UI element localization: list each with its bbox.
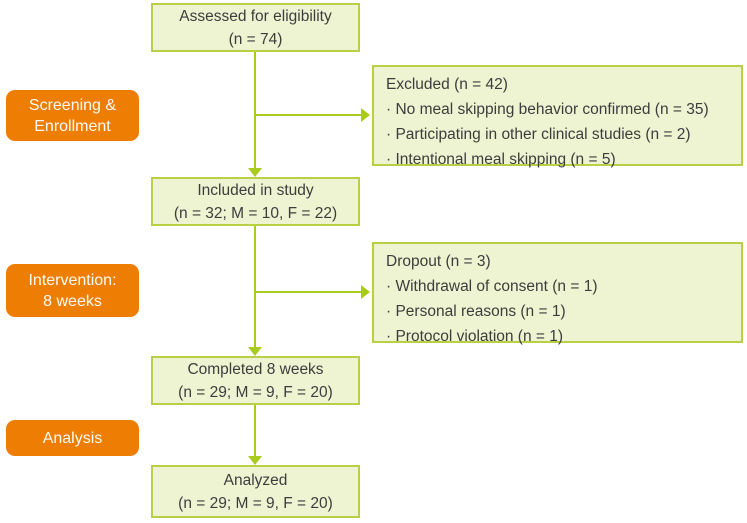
stage-label-text: Enrollment — [34, 117, 111, 135]
arrowhead-right-icon — [361, 285, 370, 299]
connector-to-dropout — [254, 291, 361, 293]
stage-label-text: Screening & — [28, 96, 117, 114]
flow-box-count: (n = 74) — [228, 30, 283, 48]
flow-box-completed: Completed 8 weeks (n = 29; M = 9, F = 20… — [151, 356, 360, 405]
sidebox-item: · Protocol violation (n = 1) — [386, 328, 564, 345]
connector-assessed-to-included — [254, 52, 256, 168]
sidebox-title: Dropout (n = 3) — [386, 253, 491, 270]
sidebox-item: · Intentional meal skipping (n = 5) — [386, 151, 616, 168]
stage-label-text: 8 weeks — [43, 292, 102, 310]
sidebox-item: · No meal skipping behavior confirmed (n… — [386, 101, 709, 118]
stage-label-text: Analysis — [42, 429, 103, 447]
stage-label-screening-enrollment: Screening & Enrollment — [6, 90, 139, 141]
flow-box-count: (n = 29; M = 9, F = 20) — [178, 494, 333, 512]
sidebox-item: · Withdrawal of consent (n = 1) — [386, 278, 598, 295]
flow-box-title: Included in study — [197, 181, 314, 199]
flow-box-included: Included in study (n = 32; M = 10, F = 2… — [151, 177, 360, 226]
arrowhead-right-icon — [361, 108, 370, 122]
sidebox-excluded: Excluded (n = 42) · No meal skipping beh… — [372, 65, 743, 168]
connector-completed-to-analyzed — [254, 405, 256, 456]
stage-label-text: Intervention: — [28, 271, 117, 289]
stage-label-analysis: Analysis — [6, 420, 139, 456]
flow-box-title: Assessed for eligibility — [179, 7, 332, 25]
flow-box-count: (n = 32; M = 10, F = 22) — [173, 204, 338, 222]
flow-box-analyzed: Analyzed (n = 29; M = 9, F = 20) — [151, 465, 360, 518]
flow-box-count: (n = 29; M = 9, F = 20) — [178, 383, 333, 401]
arrowhead-down-icon — [248, 456, 262, 465]
flow-box-assessed: Assessed for eligibility (n = 74) — [151, 3, 360, 52]
sidebox-item: · Personal reasons (n = 1) — [386, 303, 566, 320]
flow-box-title: Completed 8 weeks — [187, 360, 324, 378]
arrowhead-down-icon — [248, 168, 262, 177]
arrowhead-down-icon — [248, 347, 262, 356]
flow-box-title: Analyzed — [223, 471, 288, 489]
sidebox-dropout: Dropout (n = 3) · Withdrawal of consent … — [372, 242, 743, 345]
stage-label-intervention: Intervention: 8 weeks — [6, 264, 139, 317]
sidebox-item: · Participating in other clinical studie… — [386, 126, 691, 143]
connector-to-excluded — [254, 114, 361, 116]
sidebox-title: Excluded (n = 42) — [386, 76, 508, 93]
connector-included-to-completed — [254, 226, 256, 347]
